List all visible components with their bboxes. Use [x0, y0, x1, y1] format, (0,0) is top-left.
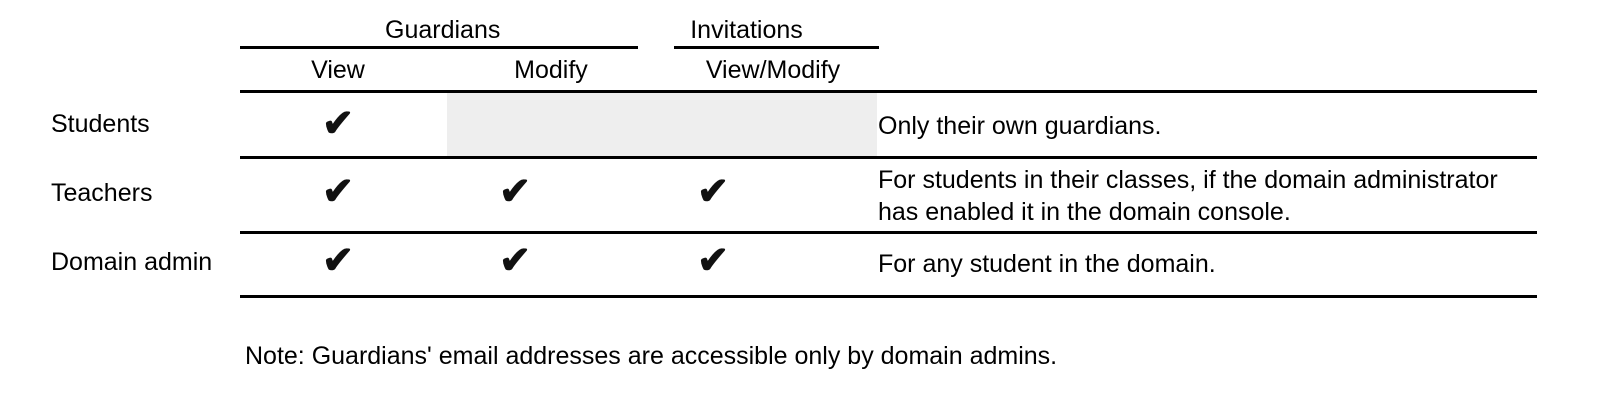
column-header-modify: Modify — [514, 56, 588, 84]
cell-domain-admin-invitations-viewmodify-checkmark: ✔ — [697, 240, 729, 282]
cell-teachers-invitations-viewmodify-checkmark: ✔ — [697, 171, 729, 213]
footnote-text: Note: Guardians' email addresses are acc… — [245, 342, 1058, 370]
cell-teachers-guardians-modify-checkmark: ✔ — [499, 171, 531, 213]
cell-students-guardians-view-checkmark: ✔ — [322, 103, 354, 145]
row-label-domain-admin: Domain admin — [51, 248, 213, 276]
row-label-teachers: Teachers — [51, 179, 153, 207]
cell-teachers-guardians-view-checkmark: ✔ — [322, 171, 354, 213]
table-rule-bottom — [240, 295, 1537, 298]
cell-domain-admin-guardians-view-checkmark: ✔ — [322, 240, 354, 282]
table-rule-after-students — [240, 156, 1537, 159]
column-header-view-modify: View/Modify — [705, 56, 841, 84]
cell-students-description: Only their own guardians. — [878, 112, 1162, 140]
cell-teachers-description: For students in their classes, if the do… — [878, 166, 1498, 226]
cell-domain-admin-description: For any student in the domain. — [878, 250, 1216, 278]
cell-domain-admin-guardians-modify-checkmark: ✔ — [499, 240, 531, 282]
column-header-view: View — [311, 56, 365, 84]
group-rule-guardians — [240, 46, 638, 49]
group-header-invitations: Invitations — [690, 16, 803, 44]
group-header-guardians: Guardians — [385, 16, 501, 44]
table-rule-header-bottom — [240, 90, 1537, 93]
row-students-disabled-shade — [447, 93, 877, 156]
table-rule-after-teachers — [240, 231, 1537, 234]
row-label-students: Students — [51, 110, 150, 138]
group-rule-invitations — [674, 46, 879, 49]
